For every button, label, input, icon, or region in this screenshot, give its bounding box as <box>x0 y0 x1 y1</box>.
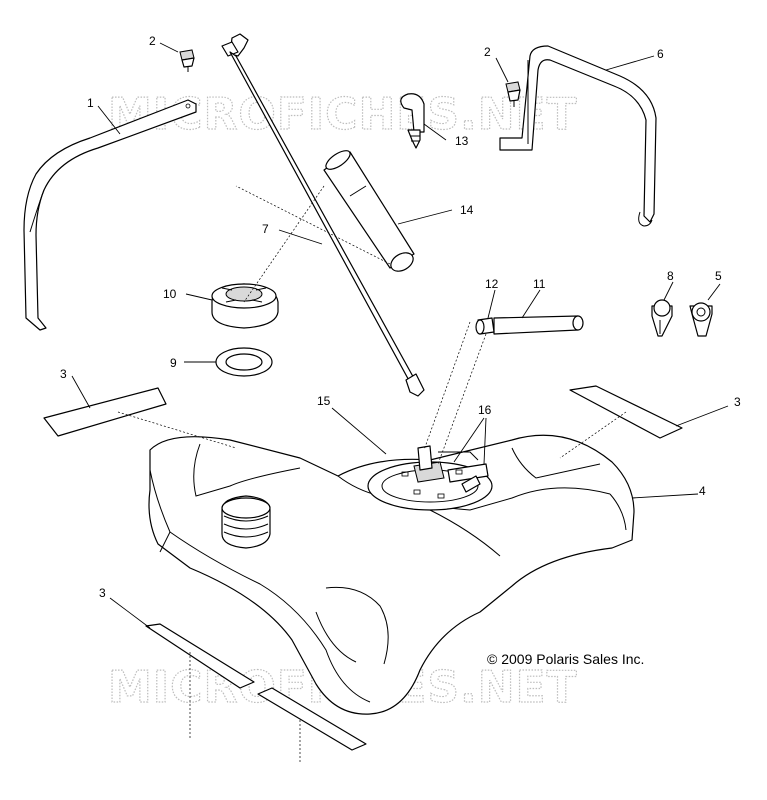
callout-14: 14 <box>460 203 474 217</box>
part-2-bolt-right <box>505 81 521 107</box>
part-14-sleeve <box>323 150 415 272</box>
callout-3-right: 3 <box>734 395 741 409</box>
leader-lines <box>71 42 729 762</box>
part-9-gasket <box>215 347 273 377</box>
part-3-pad-bottom-1 <box>145 623 255 689</box>
callout-labels: 1 2 2 3 3 3 4 5 6 7 8 9 10 11 12 13 14 1… <box>60 34 741 600</box>
part-10-fuel-cap <box>211 283 279 329</box>
callout-9: 9 <box>170 356 177 370</box>
callout-7: 7 <box>262 222 269 236</box>
callout-8: 8 <box>667 269 674 283</box>
callout-1: 1 <box>87 96 94 110</box>
callout-16: 16 <box>478 403 492 417</box>
part-13-hose-clip <box>400 93 425 149</box>
callout-13: 13 <box>455 134 469 148</box>
callout-11: 11 <box>533 277 546 291</box>
part-11-hose <box>493 315 584 335</box>
callout-5: 5 <box>715 269 722 283</box>
part-7-vent-hose <box>221 33 425 397</box>
part-6-tank-strap-right <box>499 45 657 227</box>
callout-15: 15 <box>317 394 331 408</box>
part-8-clip <box>651 299 673 337</box>
callout-10: 10 <box>163 287 177 301</box>
part-3-pad-left-top <box>43 387 167 437</box>
callout-2-right: 2 <box>484 45 491 59</box>
callout-3-left: 3 <box>60 367 67 381</box>
part-12-clamp <box>475 317 495 335</box>
part-4-fuel-tank <box>148 434 635 715</box>
part-2-bolt-left <box>179 49 195 72</box>
callout-2-left: 2 <box>149 34 156 48</box>
part-1-tank-strap-left <box>23 99 197 331</box>
part-5-clip <box>689 302 713 337</box>
callout-3-bottom: 3 <box>99 586 106 600</box>
copyright-notice: © 2009 Polaris Sales Inc. <box>487 651 644 667</box>
callout-6: 6 <box>657 47 664 61</box>
callout-4: 4 <box>699 484 706 498</box>
callout-12: 12 <box>485 277 499 291</box>
part-3-pad-bottom-2 <box>257 687 367 751</box>
